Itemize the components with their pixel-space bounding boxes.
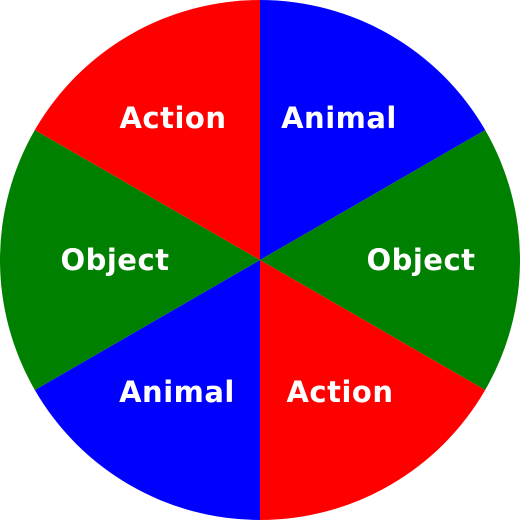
wheel-segment-action[interactable] bbox=[260, 260, 486, 520]
wheel-segment-object[interactable] bbox=[260, 130, 520, 390]
wheel-segment-animal[interactable] bbox=[260, 0, 486, 260]
wheel-segment-object[interactable] bbox=[0, 130, 260, 390]
wheel-segment-animal[interactable] bbox=[34, 260, 260, 520]
wheel-segment-action[interactable] bbox=[34, 0, 260, 260]
